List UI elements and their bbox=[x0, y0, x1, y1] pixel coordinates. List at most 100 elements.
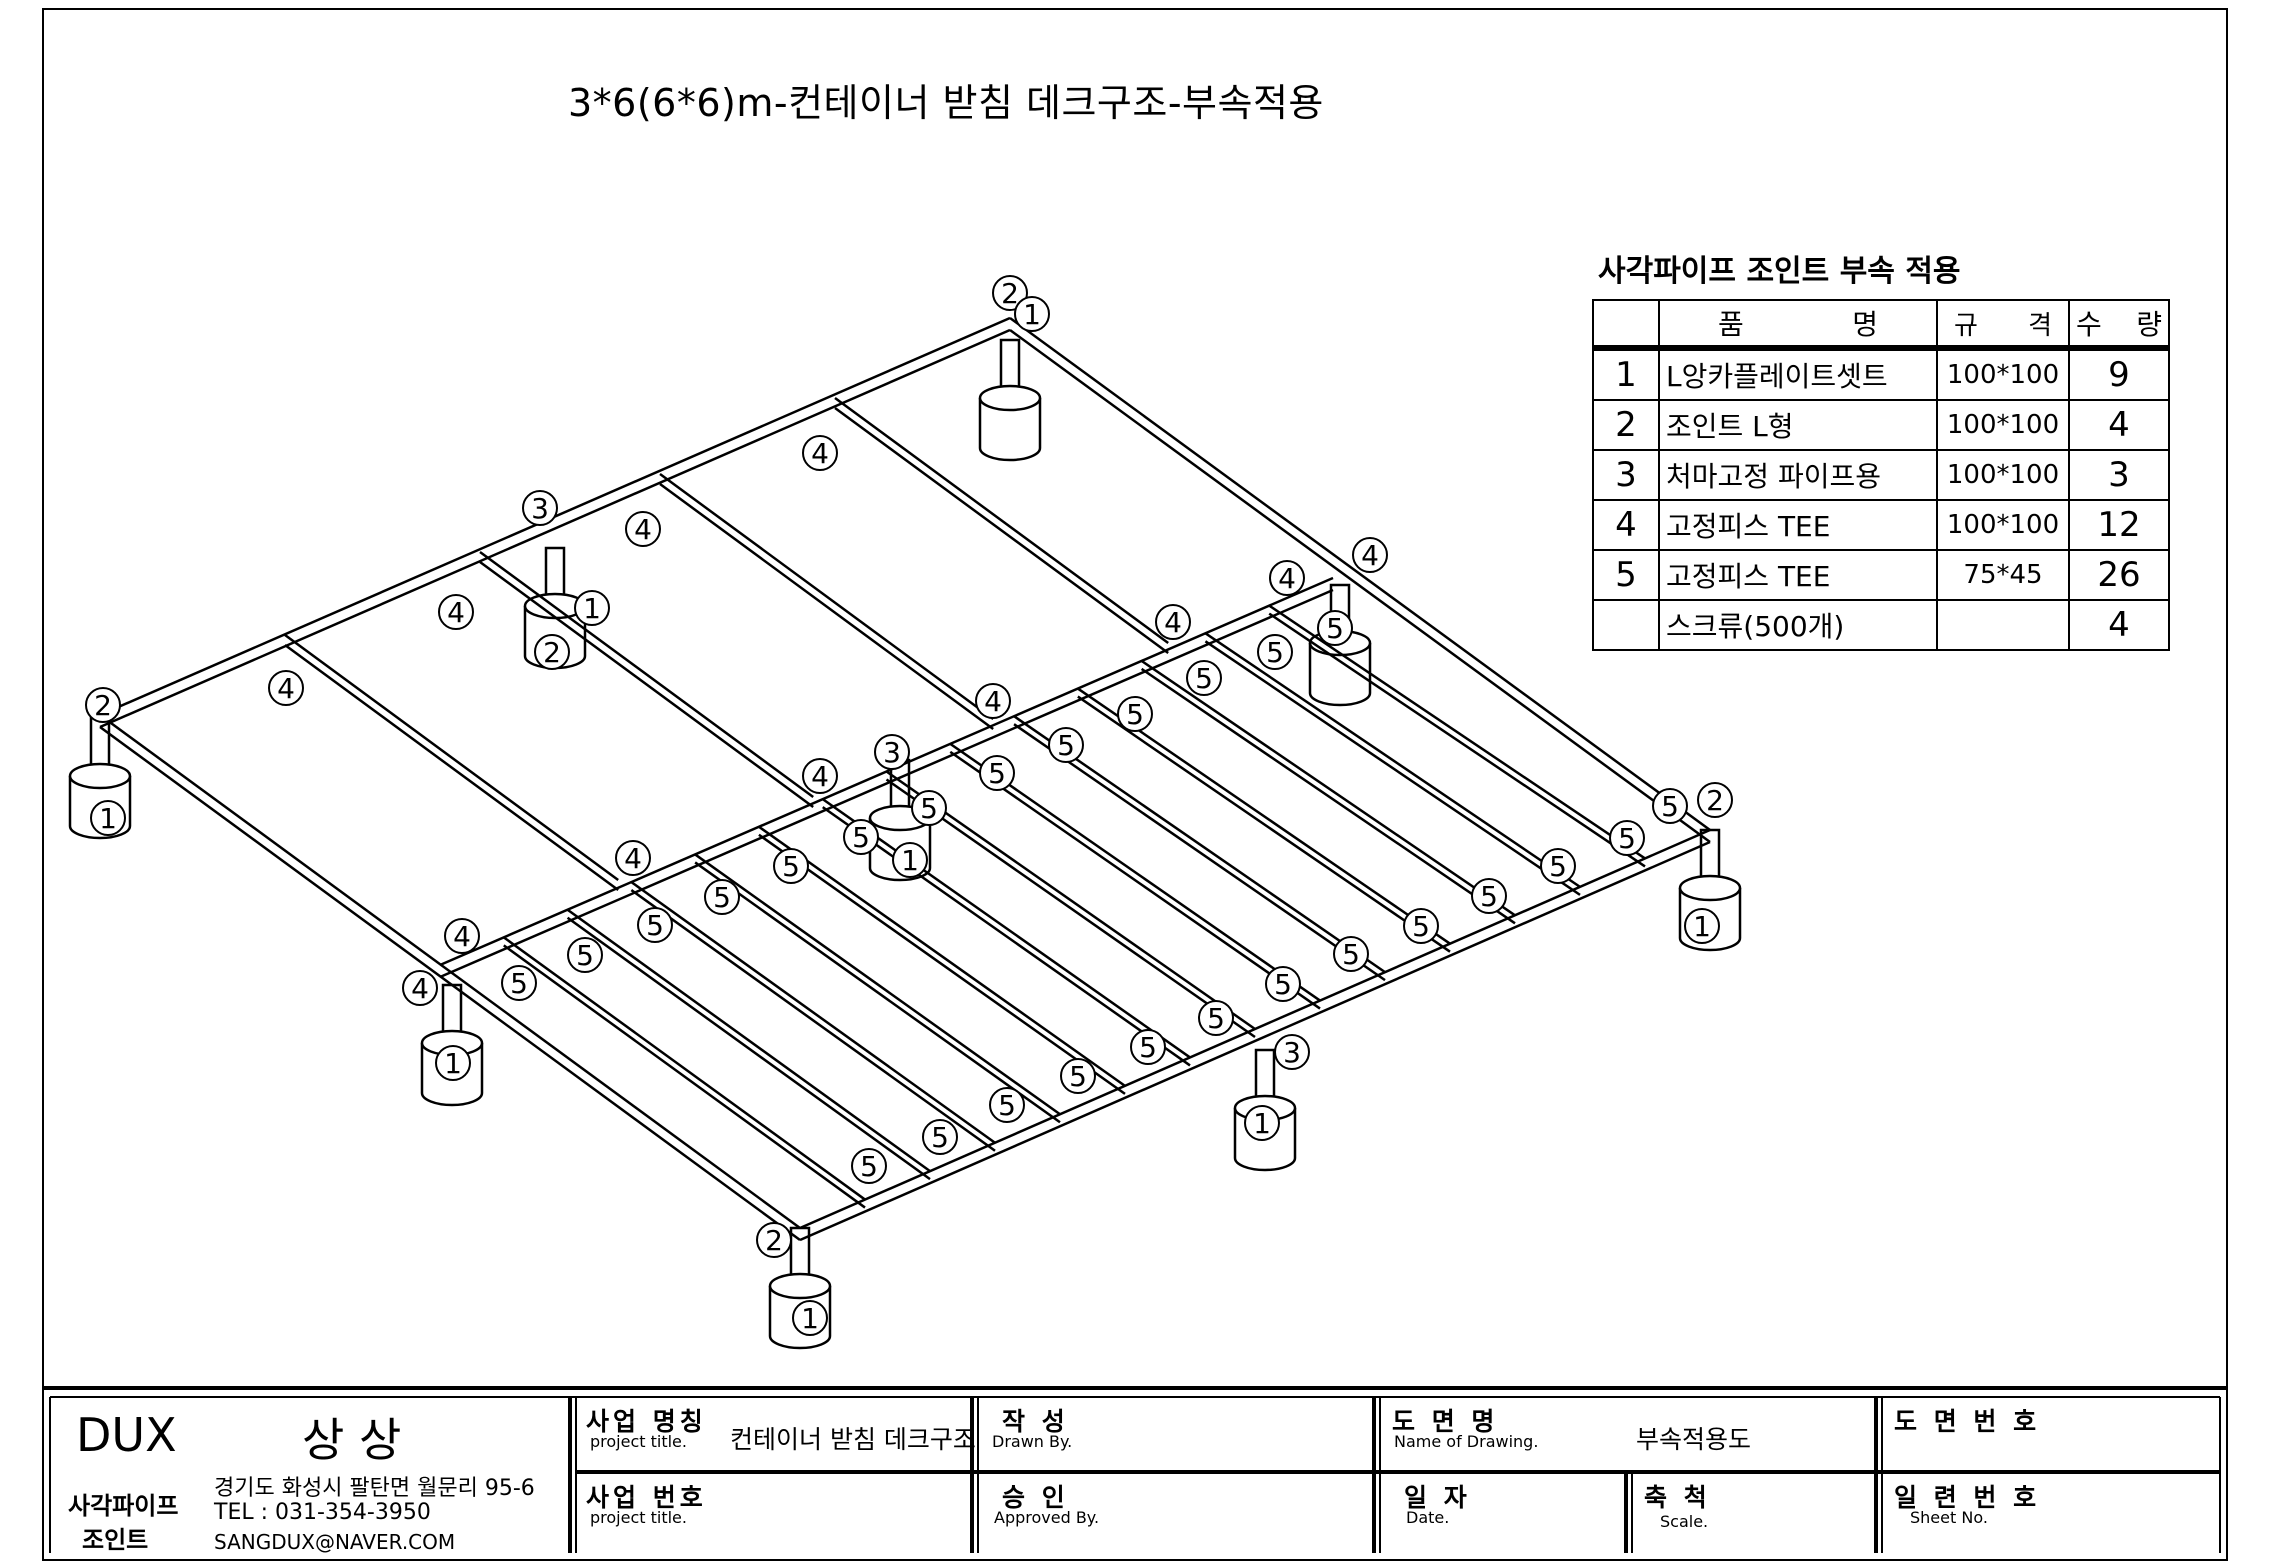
callout-marker: 4 bbox=[802, 758, 838, 794]
callout-circle bbox=[574, 590, 610, 626]
bom-header-name-b: 명 bbox=[1852, 308, 1878, 341]
bom-name: 고정피스 TEE bbox=[1658, 499, 1938, 551]
approved-by-label: 승 인 bbox=[1002, 1483, 1069, 1512]
beam bbox=[834, 396, 1169, 655]
callout-circle bbox=[756, 1222, 792, 1258]
beam-edge bbox=[439, 588, 1334, 979]
bom-row: 스크류(500개) 4 bbox=[1592, 599, 2170, 651]
callout-circle bbox=[792, 1300, 828, 1336]
callout-number: 5 bbox=[1069, 1060, 1087, 1093]
beam-edge bbox=[659, 482, 994, 731]
beam bbox=[630, 881, 996, 1152]
callout-number: 5 bbox=[1661, 790, 1679, 823]
callout-marker: 5 bbox=[922, 1119, 958, 1155]
bom-no bbox=[1592, 599, 1660, 651]
callout-number: 4 bbox=[411, 972, 429, 1005]
callout-circle bbox=[773, 848, 809, 884]
bom-no: 4 bbox=[1592, 499, 1660, 551]
beam-edge bbox=[1077, 695, 1451, 953]
callout-circle bbox=[979, 755, 1015, 791]
beam bbox=[758, 825, 1126, 1095]
bom-spec: 100*100 bbox=[1936, 449, 2070, 501]
callout-circle bbox=[992, 275, 1028, 311]
beam-edge bbox=[566, 908, 931, 1173]
beam bbox=[503, 936, 866, 1209]
beam bbox=[1140, 659, 1516, 925]
beam-edge bbox=[284, 643, 619, 892]
callout-circle bbox=[1609, 820, 1645, 856]
beam-edge bbox=[1009, 316, 1711, 832]
bom-spec: 100*100 bbox=[1936, 499, 2070, 551]
callout-number: 5 bbox=[1057, 729, 1075, 762]
beam-edge bbox=[566, 916, 931, 1181]
beam bbox=[1204, 632, 1581, 896]
beam-edge bbox=[284, 633, 619, 882]
beam-edge bbox=[1204, 640, 1581, 896]
beam bbox=[1268, 604, 1646, 868]
callout-number: 4 bbox=[1361, 539, 1379, 572]
bom-row: 5 고정피스 TEE 75*45 26 bbox=[1592, 549, 2170, 601]
callout-marker: 3 bbox=[874, 734, 910, 770]
callout-circle bbox=[1274, 1034, 1310, 1070]
callout-circle bbox=[1060, 1058, 1096, 1094]
callout-marker: 2 bbox=[85, 687, 121, 723]
callout-circle bbox=[90, 800, 126, 836]
callout-number: 5 bbox=[510, 967, 528, 1000]
callout-circle bbox=[1155, 604, 1191, 640]
callout-number: 3 bbox=[883, 736, 901, 769]
callout-circle bbox=[625, 511, 661, 547]
beam-edge bbox=[1013, 723, 1386, 982]
bom-row: 4 고정피스 TEE 100*100 12 bbox=[1592, 499, 2170, 551]
callout-number: 5 bbox=[1195, 662, 1213, 695]
company-subtitle-line1: 사각파이프 bbox=[68, 1492, 179, 1520]
callout-circle bbox=[1014, 296, 1050, 332]
project-title-label-en: project title. bbox=[590, 1432, 687, 1451]
callout-number: 5 bbox=[1126, 698, 1144, 731]
drawing-no-label: 도 면 번 호 bbox=[1894, 1407, 2041, 1436]
callout-circle bbox=[1403, 908, 1439, 944]
callout-circle bbox=[1317, 610, 1353, 646]
callout-number: 5 bbox=[988, 757, 1006, 790]
company-subtitle-line2: 조인트 bbox=[82, 1526, 149, 1554]
callout-circle bbox=[435, 1045, 471, 1081]
beam-edge bbox=[758, 833, 1126, 1095]
project-no-label-en: project title. bbox=[590, 1508, 687, 1527]
date-label-en: Date. bbox=[1406, 1508, 1450, 1527]
callout-marker: 1 bbox=[574, 590, 610, 626]
callout-marker: 5 bbox=[1048, 727, 1084, 763]
beam-edge bbox=[694, 853, 1061, 1116]
drawn-by-label-en: Drawn By. bbox=[992, 1432, 1073, 1451]
project-title-value: 컨테이너 받침 데크구조 bbox=[730, 1425, 976, 1454]
callout-number: 1 bbox=[1693, 910, 1711, 943]
bom-qty: 12 bbox=[2068, 499, 2170, 551]
callout-marker: 1 bbox=[1014, 296, 1050, 332]
bom-name: 고정피스 TEE bbox=[1658, 549, 1938, 601]
callout-marker: 5 bbox=[1333, 936, 1369, 972]
callout-circle bbox=[704, 879, 740, 915]
callout-marker: 5 bbox=[567, 937, 603, 973]
callout-number: 4 bbox=[984, 685, 1002, 718]
callout-marker: 2 bbox=[992, 275, 1028, 311]
callout-number: 5 bbox=[931, 1121, 949, 1154]
callout-marker: 1 bbox=[1244, 1105, 1280, 1141]
callout-marker: 5 bbox=[989, 1087, 1025, 1123]
callout-marker: 4 bbox=[1269, 560, 1305, 596]
support-post bbox=[978, 338, 1042, 462]
beam bbox=[284, 633, 619, 892]
callout-marker: 1 bbox=[435, 1045, 471, 1081]
beam-edge bbox=[834, 406, 1169, 655]
bom-qty: 26 bbox=[2068, 549, 2170, 601]
callout-marker: 1 bbox=[792, 1300, 828, 1336]
post-footing-top bbox=[768, 1272, 832, 1300]
beam bbox=[949, 742, 1321, 1010]
beam-edge bbox=[885, 770, 1256, 1031]
callout-marker: 5 bbox=[1403, 908, 1439, 944]
bom-name: L앙카플레이트셋트 bbox=[1658, 347, 1938, 401]
callout-marker: 5 bbox=[1317, 610, 1353, 646]
bom-no: 1 bbox=[1592, 347, 1660, 401]
bom-header-spec-b: 격 bbox=[2028, 310, 2052, 341]
bom-no: 5 bbox=[1592, 549, 1660, 601]
